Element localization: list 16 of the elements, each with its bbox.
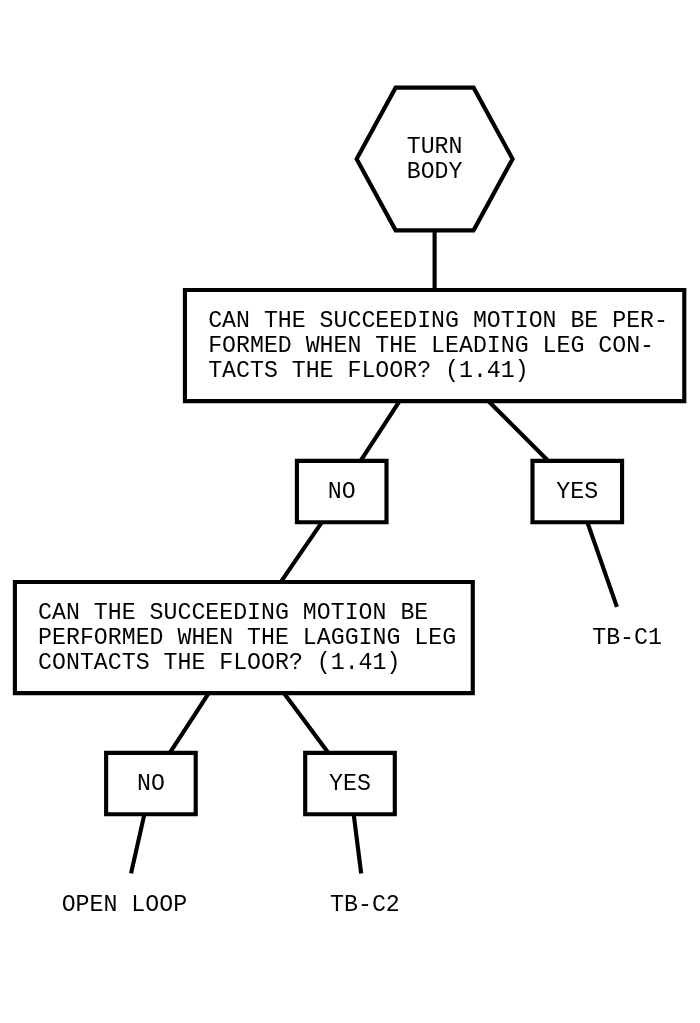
node-box: YES: [303, 750, 397, 817]
node-text: TB-C1: [592, 624, 662, 651]
node-text: TB-C2: [330, 891, 400, 918]
connector: [168, 692, 211, 754]
node-box: NO: [104, 750, 198, 817]
connector: [351, 814, 364, 874]
node-box: YES: [530, 458, 625, 525]
node-text: OPEN LOOP: [61, 891, 188, 918]
connector: [432, 230, 437, 290]
node-box: CAN THE SUCCEEDING MOTION BE PERFORMED WHEN THE LAGGING LEG CONTACTS THE FLOOR? (1.41): [12, 579, 475, 696]
connector: [279, 521, 324, 583]
connector: [585, 522, 619, 608]
connector: [359, 400, 402, 462]
connector: [129, 813, 147, 874]
node-box: CAN THE SUCCEEDING MOTION BE PER- FORMED WHEN THE LEADING LEG CON- TACTS THE FLOOR? (1.41): [182, 287, 687, 404]
node-box: NO: [294, 458, 389, 525]
